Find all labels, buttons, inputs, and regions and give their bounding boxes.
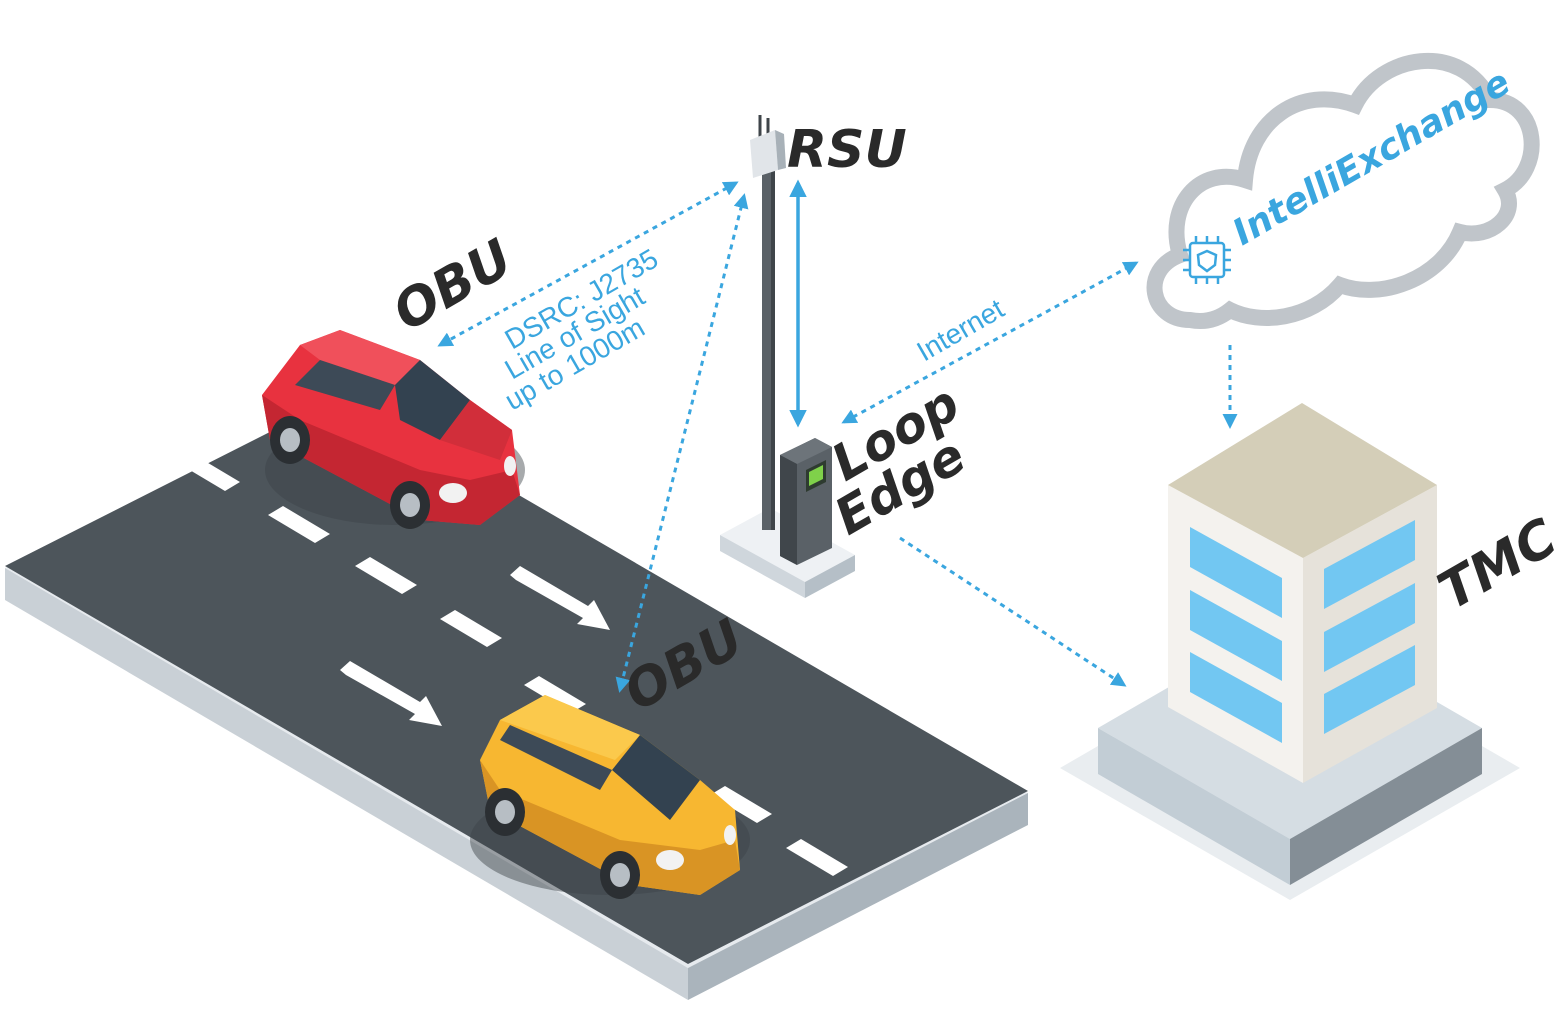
chip-icon: [1183, 236, 1231, 284]
link-loop-edge-cloud: [841, 261, 1139, 424]
yellow-car: [470, 695, 750, 899]
link-rsu-obu-top: [437, 181, 739, 347]
road: [5, 394, 1028, 1000]
tmc-label: TMC: [1429, 508, 1556, 623]
rsu-label: RSU: [787, 120, 907, 180]
link-loop-edge-tmc: [899, 536, 1127, 687]
rsu-antenna-box: [750, 130, 778, 178]
tmc-windows-right: [1324, 520, 1415, 734]
direction-arrow-upper: [510, 566, 610, 630]
lane-markings: [178, 454, 848, 876]
link-rsu-obu-bottom: [615, 193, 749, 693]
cloud: IntelliExchange: [1146, 52, 1540, 329]
red-car: [262, 330, 525, 529]
rsu-pole: [762, 165, 771, 530]
direction-arrow-lower: [340, 661, 442, 726]
tmc-windows-left: [1190, 527, 1282, 743]
tmc-building: [1060, 403, 1520, 900]
rsu-station: [720, 115, 855, 598]
internet-label: Internet: [912, 293, 1010, 367]
connections: [437, 179, 1238, 693]
